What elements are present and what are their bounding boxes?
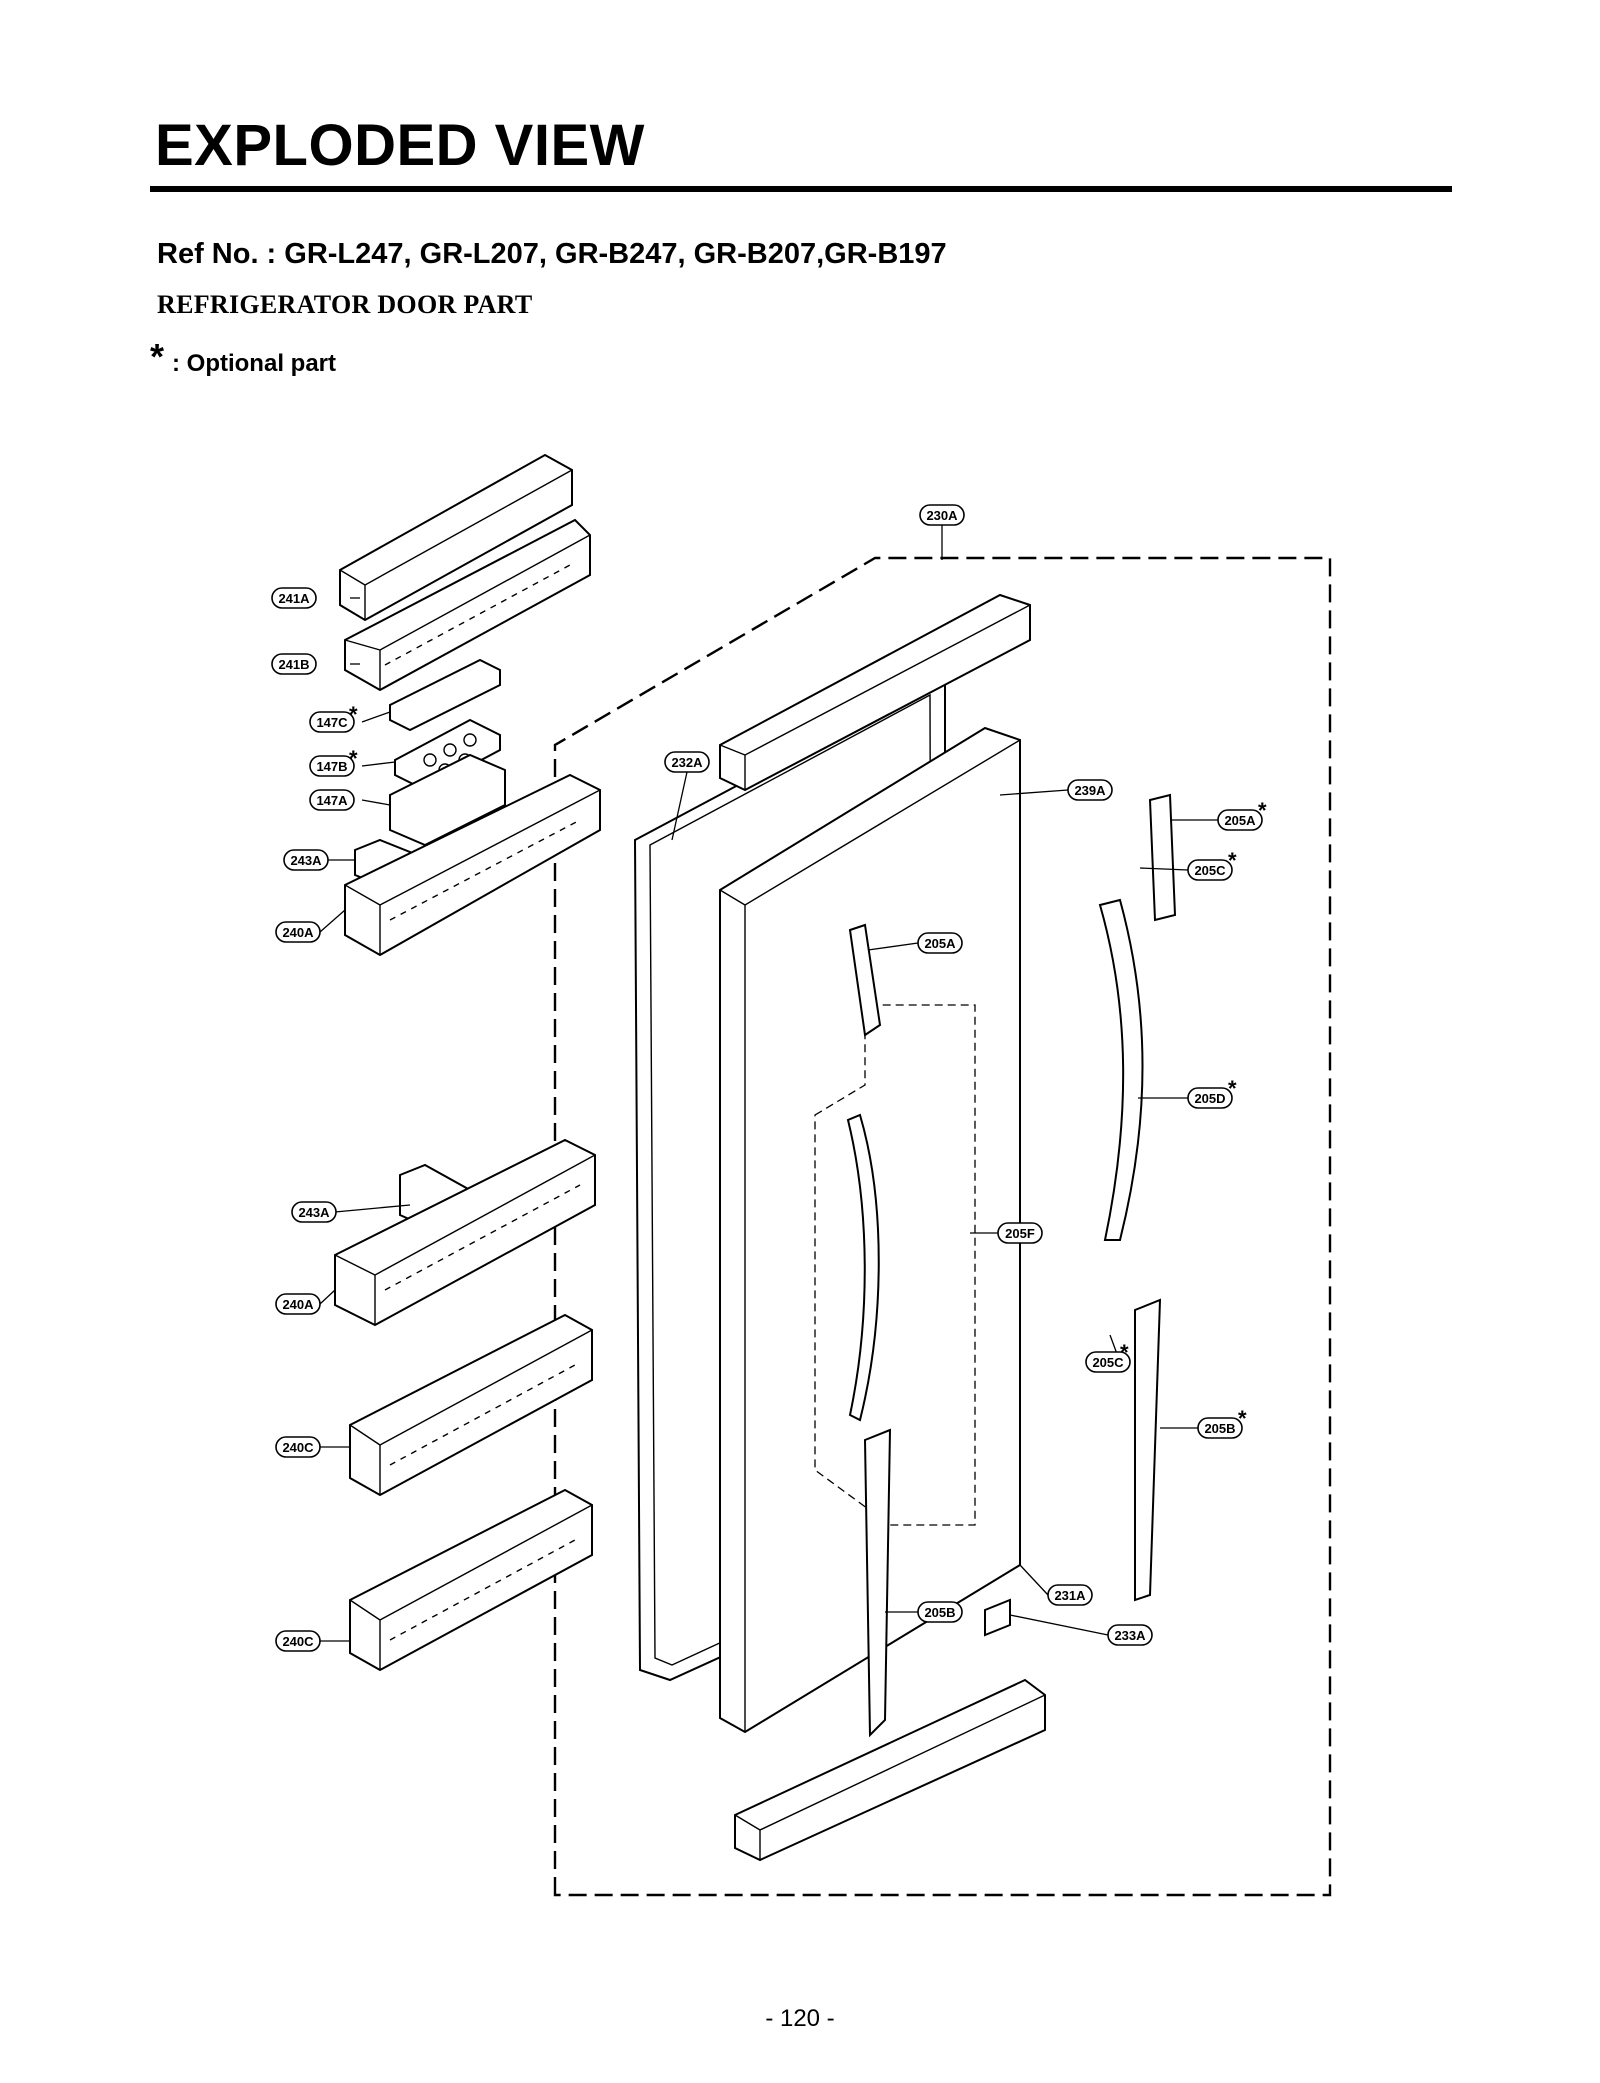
svg-text:205A: 205A (924, 936, 956, 951)
svg-text:243A: 243A (290, 853, 322, 868)
optional-note-symbol: * (150, 336, 165, 377)
page-title: EXPLODED VIEW (155, 113, 645, 178)
svg-text:240C: 240C (282, 1440, 314, 1455)
callout-240a-bottom: 240A (275, 1293, 321, 1315)
optional-star-205c-top: * (1228, 848, 1237, 873)
callout-243a-bottom: 243A (291, 1201, 337, 1223)
part-240c-bin-upper (349, 1313, 593, 1497)
part-147c-tray (389, 658, 501, 732)
optional-star-147b: * (349, 746, 358, 771)
optional-star-205b: * (1238, 1406, 1247, 1431)
part-205b-inner (863, 1428, 892, 1738)
svg-text:205B: 205B (924, 1605, 955, 1620)
callout-239a: 239A (1067, 779, 1113, 801)
part-147b-egg-tray (394, 718, 501, 792)
part-205d-outer-handle (1098, 898, 1144, 1241)
svg-text:147B: 147B (316, 759, 347, 774)
svg-text:205B: 205B (1204, 1421, 1235, 1436)
callout-147c: 147C (309, 711, 355, 733)
svg-text:240A: 240A (282, 925, 314, 940)
callout-205b-outer: 205B (1197, 1417, 1243, 1439)
svg-text:147A: 147A (316, 793, 348, 808)
svg-text:205A: 205A (1224, 813, 1256, 828)
part-241b-tray (344, 518, 591, 692)
optional-star-205c-bottom: * (1120, 1340, 1129, 1365)
svg-text:230A: 230A (926, 508, 958, 523)
svg-text:240A: 240A (282, 1297, 314, 1312)
callout-231a: 231A (1047, 1584, 1093, 1606)
optional-star-205a: * (1258, 798, 1267, 823)
optional-star-205d: * (1228, 1076, 1237, 1101)
callout-243a-top: 243A (283, 849, 329, 871)
svg-text:241B: 241B (278, 657, 309, 672)
callout-241a: 241A (271, 587, 317, 609)
assembly-boundary (553, 556, 1332, 1897)
ref-number-line: Ref No. : GR-L247, GR-L207, GR-B247, GR-… (157, 238, 947, 270)
callout-205d: 205D (1187, 1087, 1233, 1109)
part-233a-hinge (984, 1598, 1011, 1637)
svg-text:243A: 243A (298, 1205, 330, 1220)
svg-text:205C: 205C (1092, 1355, 1124, 1370)
svg-text:233A: 233A (1114, 1628, 1146, 1643)
part-205b-outer-lower (1134, 1298, 1162, 1602)
callout-205a-outer: 205A (1217, 809, 1263, 831)
part-230a-top-hinge-cover (719, 593, 1031, 792)
svg-text:231A: 231A (1054, 1588, 1086, 1603)
part-205f-handle (846, 1113, 880, 1422)
part-240a-bin-bottom (334, 1138, 596, 1327)
title-rule (150, 186, 1452, 192)
callout-233a: 233A (1107, 1624, 1153, 1646)
part-241a-cover (339, 453, 573, 622)
callout-240c-lower: 240C (275, 1630, 321, 1652)
callout-232a: 232A (664, 751, 710, 773)
callout-241b: 241B (271, 653, 317, 675)
callout-205b-inner: 205B (917, 1601, 963, 1623)
section-title: REFRIGERATOR DOOR PART (157, 290, 533, 319)
svg-text:205F: 205F (1005, 1226, 1035, 1241)
part-240c-bin-lower (349, 1488, 593, 1672)
svg-text:241A: 241A (278, 591, 310, 606)
callout-205c-top: 205C (1187, 859, 1233, 881)
part-147a-box (389, 753, 506, 847)
svg-text:205D: 205D (1194, 1091, 1225, 1106)
callout-230a: 230A (919, 504, 965, 526)
svg-text:232A: 232A (671, 755, 703, 770)
svg-text:240C: 240C (282, 1634, 314, 1649)
svg-text:147C: 147C (316, 715, 348, 730)
part-bottom-hinge-cover (734, 1678, 1046, 1862)
optional-note-text: : Optional part (172, 350, 336, 377)
handle-subassembly-outline (814, 1004, 976, 1526)
part-205a-outer-cap (1148, 793, 1177, 922)
page-number: - 120 - (765, 2005, 835, 2032)
part-240a-bin-top (344, 773, 601, 957)
callout-147b: 147B (309, 755, 355, 777)
callout-240c-upper: 240C (275, 1436, 321, 1458)
callout-205a-inner: 205A (917, 932, 963, 954)
optional-star-147c: * (349, 702, 358, 727)
svg-text:239A: 239A (1074, 783, 1106, 798)
callout-205f: 205F (997, 1222, 1043, 1244)
callout-240a-top: 240A (275, 921, 321, 943)
part-205a-cap (848, 923, 882, 1037)
callout-205c-bottom: 205C (1085, 1351, 1131, 1373)
callout-147a: 147A (309, 789, 355, 811)
svg-text:205C: 205C (1194, 863, 1226, 878)
